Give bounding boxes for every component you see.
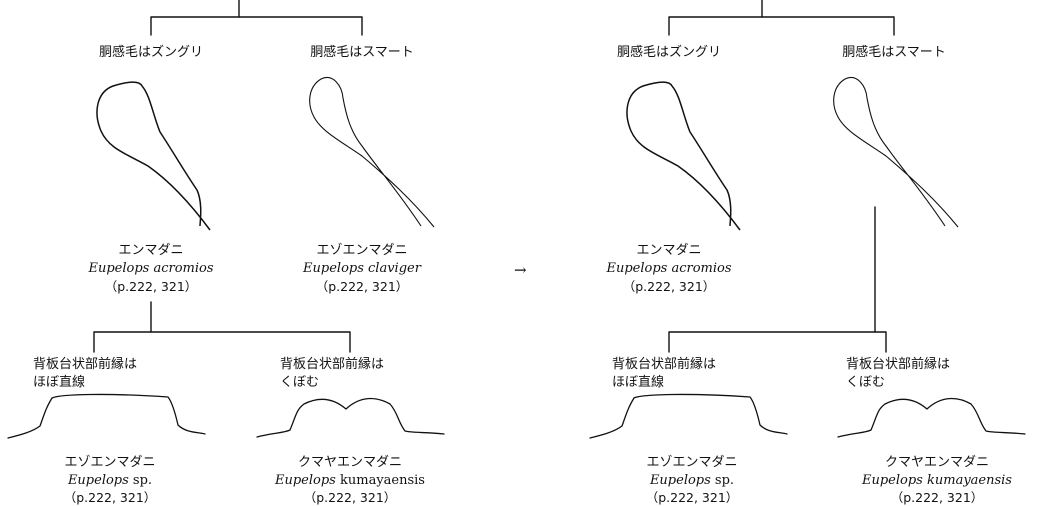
left-sensillum-smart-shape [309,77,435,228]
left-taxon-a-ref: （p.222, 321） [104,279,198,294]
right-taxon-d-sci: Eupelops kumayaensis [862,473,1012,488]
left-edge-concave-shape [256,397,445,438]
left-sub-b-label-2: くぼむ [280,375,320,390]
left-top-branch [150,16,363,36]
left-lower-branch [93,331,351,353]
right-taxon-c-sci: Eupelops sp. [649,473,735,488]
right-taxon-d-ref: （p.222, 321） [890,490,984,505]
left-taxon-d-jp: クマヤエンマダニ [297,455,402,470]
left-taxon-b-sci: Eupelops claviger [303,261,421,276]
left-edge-straight-shape [7,393,206,439]
right-taxon-c-jp: エゾエンマダニ [646,455,738,470]
right-sub-b-label-1: 背板台状部前縁は [846,357,951,372]
left-sub-a-label-2: ほぼ直線 [33,375,86,390]
right-lower-branch [668,331,887,353]
right-edge-concave-shape [837,397,1026,438]
right-sensillum-stubby-shape [626,81,741,231]
left-taxon-c-sci: Eupelops sp. [67,473,153,488]
left-taxon-c-ref: （p.222, 321） [63,490,157,505]
right-taxon-d-jp: クマヤエンマダニ [884,455,989,470]
left-sub-b-label-1: 背板台状部前縁は [280,357,385,372]
left-taxon-b-ref: （p.222, 321） [315,279,409,294]
right-taxon-a-jp: エンマダニ [636,243,702,258]
left-taxon-b-jp: エゾエンマダニ [316,243,408,258]
right-taxon-c-ref: （p.222, 321） [645,490,739,505]
revision-arrow-icon: → [514,261,527,279]
left-taxon-d-ref: （p.222, 321） [303,490,397,505]
right-taxon-a-sci: Eupelops acromios [606,261,732,276]
right-branch-stubby-label: 胴感毛はズングリ [616,45,721,60]
right-sensillum-smart-shape [833,77,959,228]
left-branch-smart-label: 胴感毛はスマート [310,45,414,60]
right-branch-smart-label: 胴感毛はスマート [842,45,946,60]
left-sensillum-stubby-shape [96,81,211,231]
left-branch-stubby-label: 胴感毛はズングリ [98,45,203,60]
right-top-branch [668,16,895,36]
left-taxon-c-jp: エゾエンマダニ [64,455,156,470]
right-sub-a-label-2: ほぼ直線 [612,375,665,390]
left-taxon-d-sci: Eupelops kumayaensis [275,473,425,488]
right-taxon-a-ref: （p.222, 321） [622,279,716,294]
left-taxon-a-sci: Eupelops acromios [88,261,214,276]
right-edge-straight-shape [589,393,788,439]
left-taxon-a-jp: エンマダニ [118,243,184,258]
left-sub-a-label-1: 背板台状部前縁は [33,357,138,372]
right-sub-a-label-1: 背板台状部前縁は [612,357,717,372]
right-sub-b-label-2: くぼむ [846,375,886,390]
